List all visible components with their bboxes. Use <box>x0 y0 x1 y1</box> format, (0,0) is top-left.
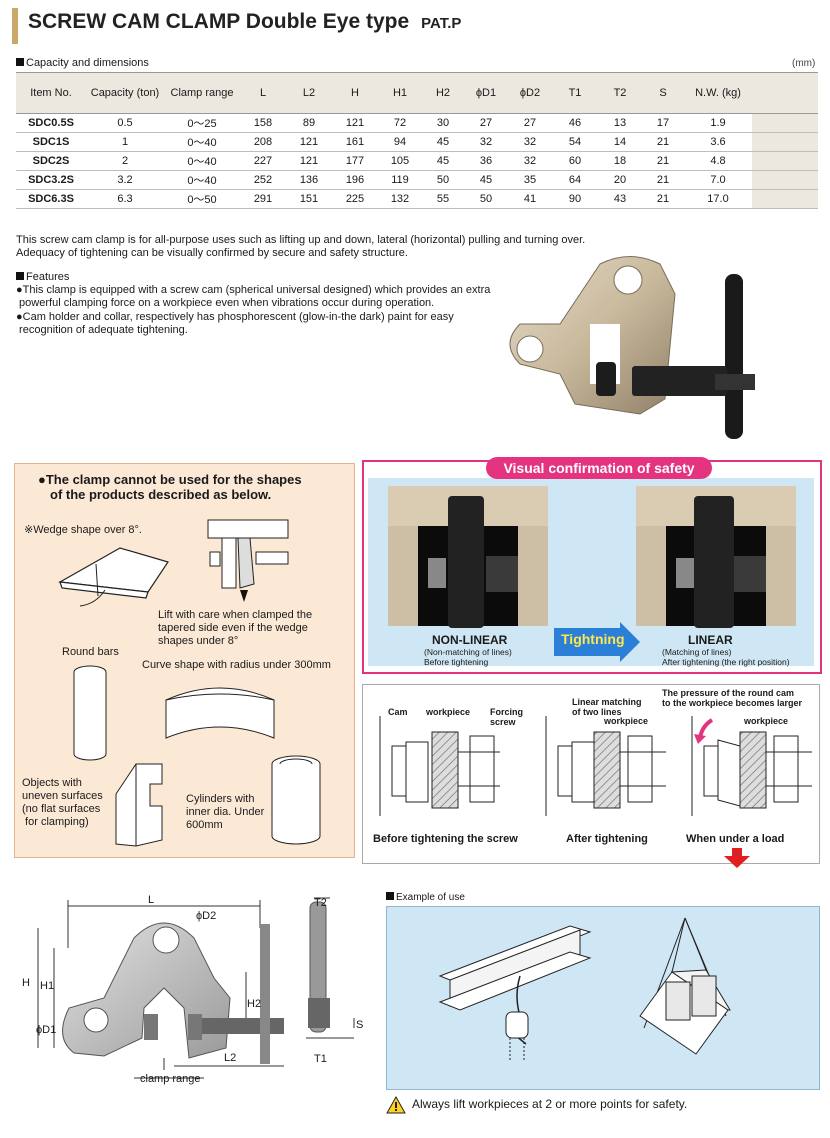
col-header: T1 <box>552 72 598 114</box>
table-header-row: Item No. Capacity (ton) Clamp range L L2… <box>16 72 818 114</box>
linear-label: LINEAR <box>688 633 733 647</box>
table-row: SDC0.5S 0.5 0～25 158 89 121 72 30 27 27 … <box>16 113 818 133</box>
dim-t2: T2 <box>314 897 327 909</box>
dim-s: S <box>356 1019 364 1031</box>
cam-label: Cam <box>388 707 408 717</box>
dim-d2: ϕD2 <box>196 910 217 922</box>
col-header: Capacity (ton) <box>86 72 164 114</box>
unit-label: (mm) <box>792 58 816 69</box>
capacity-table: Item No. Capacity (ton) Clamp range L L2… <box>16 72 818 209</box>
dim-h2: H2 <box>247 998 262 1010</box>
curve-shape-label: Curve shape with radius under 300mm <box>142 659 331 671</box>
warning-icon <box>386 1096 406 1114</box>
caption-load: When under a load <box>686 833 785 845</box>
intro-line-2: Adequacy of tightening can be visually c… <box>16 247 408 259</box>
forcing-screw-label: Forcing screw <box>490 707 523 727</box>
feature-item-2-line-1: ●Cam holder and collar, respectively has… <box>16 311 454 323</box>
title-accent-bar <box>12 8 18 44</box>
workpiece-label-3: workpiece <box>744 716 789 726</box>
round-bars-label: Round bars <box>62 646 119 658</box>
table-row: SDC2S 2 0～40 227 121 177 105 45 36 32 60… <box>16 151 818 171</box>
dim-h: H <box>22 977 30 989</box>
col-header: L2 <box>286 72 332 114</box>
non-linear-photo <box>388 486 548 628</box>
diagram-before <box>379 716 500 816</box>
col-header: ϕD2 <box>508 72 552 114</box>
feature-item-1-line-2: powerful clamping force on a workpiece e… <box>16 297 435 309</box>
caption-before: Before tightening the screw <box>373 833 518 845</box>
dim-l: L <box>148 894 155 906</box>
clamp-wedge-illustration <box>207 519 289 602</box>
capacity-section-label: Capacity and dimensions <box>16 57 149 69</box>
warning-text: Always lift workpieces at 2 or more poin… <box>412 1097 688 1111</box>
non-linear-caption: (Non-matching of lines) Before tightenin… <box>424 647 512 667</box>
product-photo <box>509 256 755 439</box>
patent-label: PAT.P <box>421 15 462 32</box>
feature-item-1-line-1: ●This clamp is equipped with a screw cam… <box>16 284 491 296</box>
dim-h1: H1 <box>40 980 55 992</box>
dimension-drawing <box>37 897 355 1079</box>
tightening-diagrams <box>379 716 812 816</box>
intro-line-1: This screw cam clamp is for all-purpose … <box>16 234 586 246</box>
round-bar-illustration <box>73 665 107 761</box>
uneven-label: Objects with uneven surfaces (no flat su… <box>22 777 103 828</box>
cylinder-illustration <box>271 755 321 845</box>
workpiece-label-1: workpiece <box>426 707 471 717</box>
pressure-arrow-icon <box>694 718 714 744</box>
features-label: Features <box>16 271 69 284</box>
wedge-label: ※Wedge shape over 8°. <box>24 524 142 536</box>
cannot-use-title: ●The clamp cannot be used for the shapes… <box>38 472 302 502</box>
col-header: H1 <box>378 72 422 114</box>
table-row: SDC6.3S 6.3 0～50 291 151 225 132 55 50 4… <box>16 189 818 209</box>
workpiece-label-2: workpiece <box>604 716 649 726</box>
frame-example-illustration <box>639 917 731 1055</box>
col-header: L <box>240 72 286 114</box>
linear-photo <box>636 486 796 628</box>
tightning-arrow <box>554 622 640 662</box>
col-header: S <box>642 72 684 114</box>
caption-after: After tightening <box>566 833 648 845</box>
table-row: SDC1S 1 0～40 208 121 161 94 45 32 32 54 … <box>16 132 818 152</box>
col-header: Clamp range <box>164 72 240 114</box>
col-header: Item No. <box>16 72 86 114</box>
col-header: N.W. (kg) <box>684 72 752 114</box>
wedge-illustration <box>58 547 169 607</box>
linear-caption: (Matching of lines) After tightening (th… <box>662 647 790 667</box>
feature-item-2-line-2: recognition of adequate tightening. <box>16 324 188 336</box>
diagram-after <box>545 716 666 816</box>
diagram-load <box>691 716 812 816</box>
example-label: Example of use <box>386 891 465 904</box>
dim-d1: ϕD1 <box>36 1024 57 1036</box>
dim-l2: L2 <box>224 1052 237 1064</box>
lift-note: Lift with care when clamped the tapered … <box>158 609 313 647</box>
col-header: H <box>332 72 378 114</box>
dim-t1: T1 <box>314 1053 327 1065</box>
cylinder-label: Cylinders with inner dia. Under 600mm <box>186 793 265 831</box>
col-header: H2 <box>422 72 464 114</box>
col-header: ϕD1 <box>464 72 508 114</box>
col-header: T2 <box>598 72 642 114</box>
table-row: SDC3.2S 3.2 0～40 252 136 196 119 50 45 3… <box>16 170 818 190</box>
uneven-object-illustration <box>115 763 163 847</box>
non-linear-label: NON-LINEAR <box>432 633 508 647</box>
tightning-label: Tightning <box>561 631 625 647</box>
load-down-arrow-icon <box>724 848 750 868</box>
beam-example-illustration <box>438 925 592 1062</box>
pressure-label: The pressure of the round cam to the wor… <box>662 688 803 708</box>
dim-clamp-range: clamp range <box>140 1073 201 1085</box>
visual-confirmation-title: Visual confirmation of safety <box>486 457 712 479</box>
curve-shape-illustration <box>165 687 275 739</box>
linear-matching-label: Linear matching of two lines <box>572 697 642 717</box>
